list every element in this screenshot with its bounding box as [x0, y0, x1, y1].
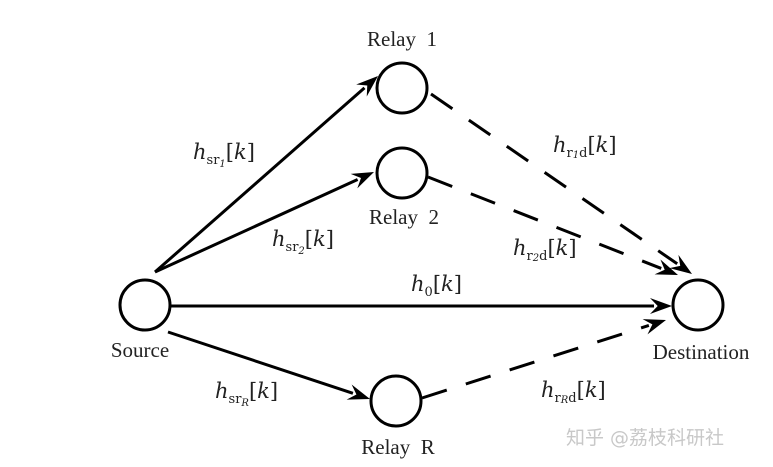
- arrowhead-icon: [669, 254, 692, 274]
- source-node: [118, 278, 172, 332]
- edge-r2d: [427, 175, 662, 270]
- destination-node: [671, 278, 725, 332]
- watermark: 知乎 @荔枝科研社: [566, 427, 724, 449]
- edge-sr1: [154, 86, 366, 274]
- edge-label-sr1: hsr1[k]: [193, 140, 255, 170]
- arrowhead-icon: [654, 259, 678, 275]
- destination-label: Destination: [653, 340, 750, 364]
- edge-srR: [167, 330, 354, 395]
- relay-1-label: Relay 1: [367, 27, 437, 51]
- edge-r1d: [430, 92, 679, 266]
- arrowhead-icon: [350, 172, 374, 189]
- arrowhead-icon: [650, 298, 672, 314]
- arrowhead-icon: [642, 319, 666, 335]
- relay-2-node: [375, 146, 429, 200]
- edge-label-r1d: hr1d[k]: [553, 133, 617, 161]
- edge-label-sd: h0[k]: [411, 272, 462, 300]
- edge-rRd: [421, 324, 650, 400]
- arrowhead-icon: [356, 76, 378, 97]
- edge-label-r2d: hr2d[k]: [513, 236, 577, 264]
- arrowhead-icon: [346, 384, 370, 400]
- edge-sr2: [154, 178, 359, 274]
- edge-label-srR: hsrR[k]: [215, 379, 278, 409]
- relay-r-node: [369, 374, 423, 428]
- relay-1-node: [375, 61, 429, 115]
- source-label: Source: [111, 338, 169, 362]
- edge-label-rRd: hrRd[k]: [541, 378, 606, 406]
- edge-label-sr2: hsr2[k]: [272, 227, 334, 257]
- relay-2-label: Relay 2: [369, 205, 439, 229]
- relay-r-label: Relay R: [361, 435, 435, 459]
